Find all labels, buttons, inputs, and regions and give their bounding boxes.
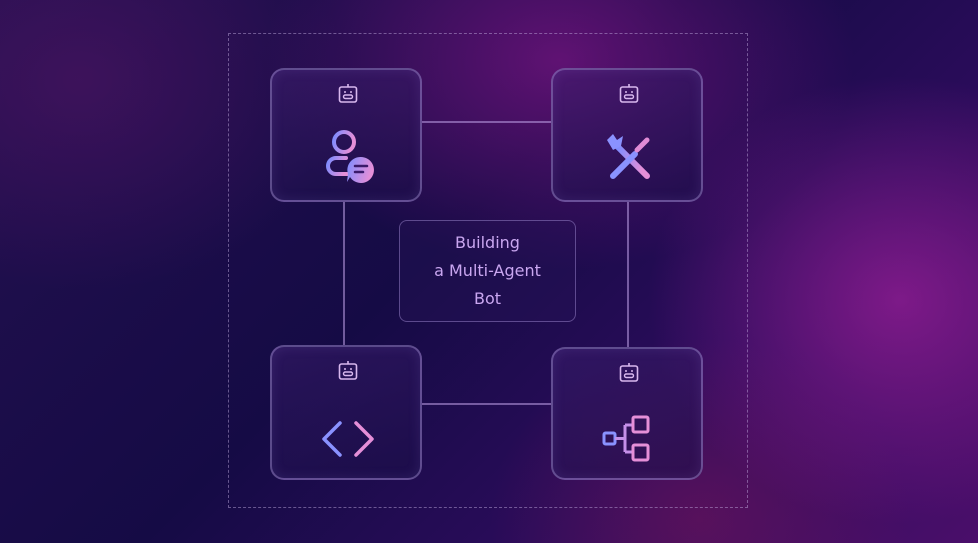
connector-bottom: [422, 403, 551, 405]
user-chat-icon: [326, 130, 374, 183]
node-tools-agent: [551, 68, 703, 202]
node-workflow-agent: [551, 347, 703, 480]
title-line-2: a Multi-Agent: [434, 261, 541, 280]
node-code-agent: [270, 345, 422, 480]
dashed-frame: [228, 33, 748, 508]
wrench-screwdriver-icon: [607, 134, 650, 179]
connector-right: [627, 202, 629, 347]
node-user-chat-agent: [270, 68, 422, 202]
title-line-3: Bot: [473, 289, 502, 308]
robot-icon: [617, 361, 641, 385]
robot-icon: [336, 359, 360, 383]
robot-icon: [617, 82, 641, 106]
hierarchy-icon: [602, 415, 650, 462]
robot-icon: [336, 82, 360, 106]
center-title-box: Building a Multi-Agent Bot: [399, 220, 576, 322]
connector-left: [343, 202, 345, 345]
connector-top: [422, 121, 551, 123]
code-brackets-icon: [322, 421, 374, 457]
title-line-1: Building: [455, 233, 520, 252]
